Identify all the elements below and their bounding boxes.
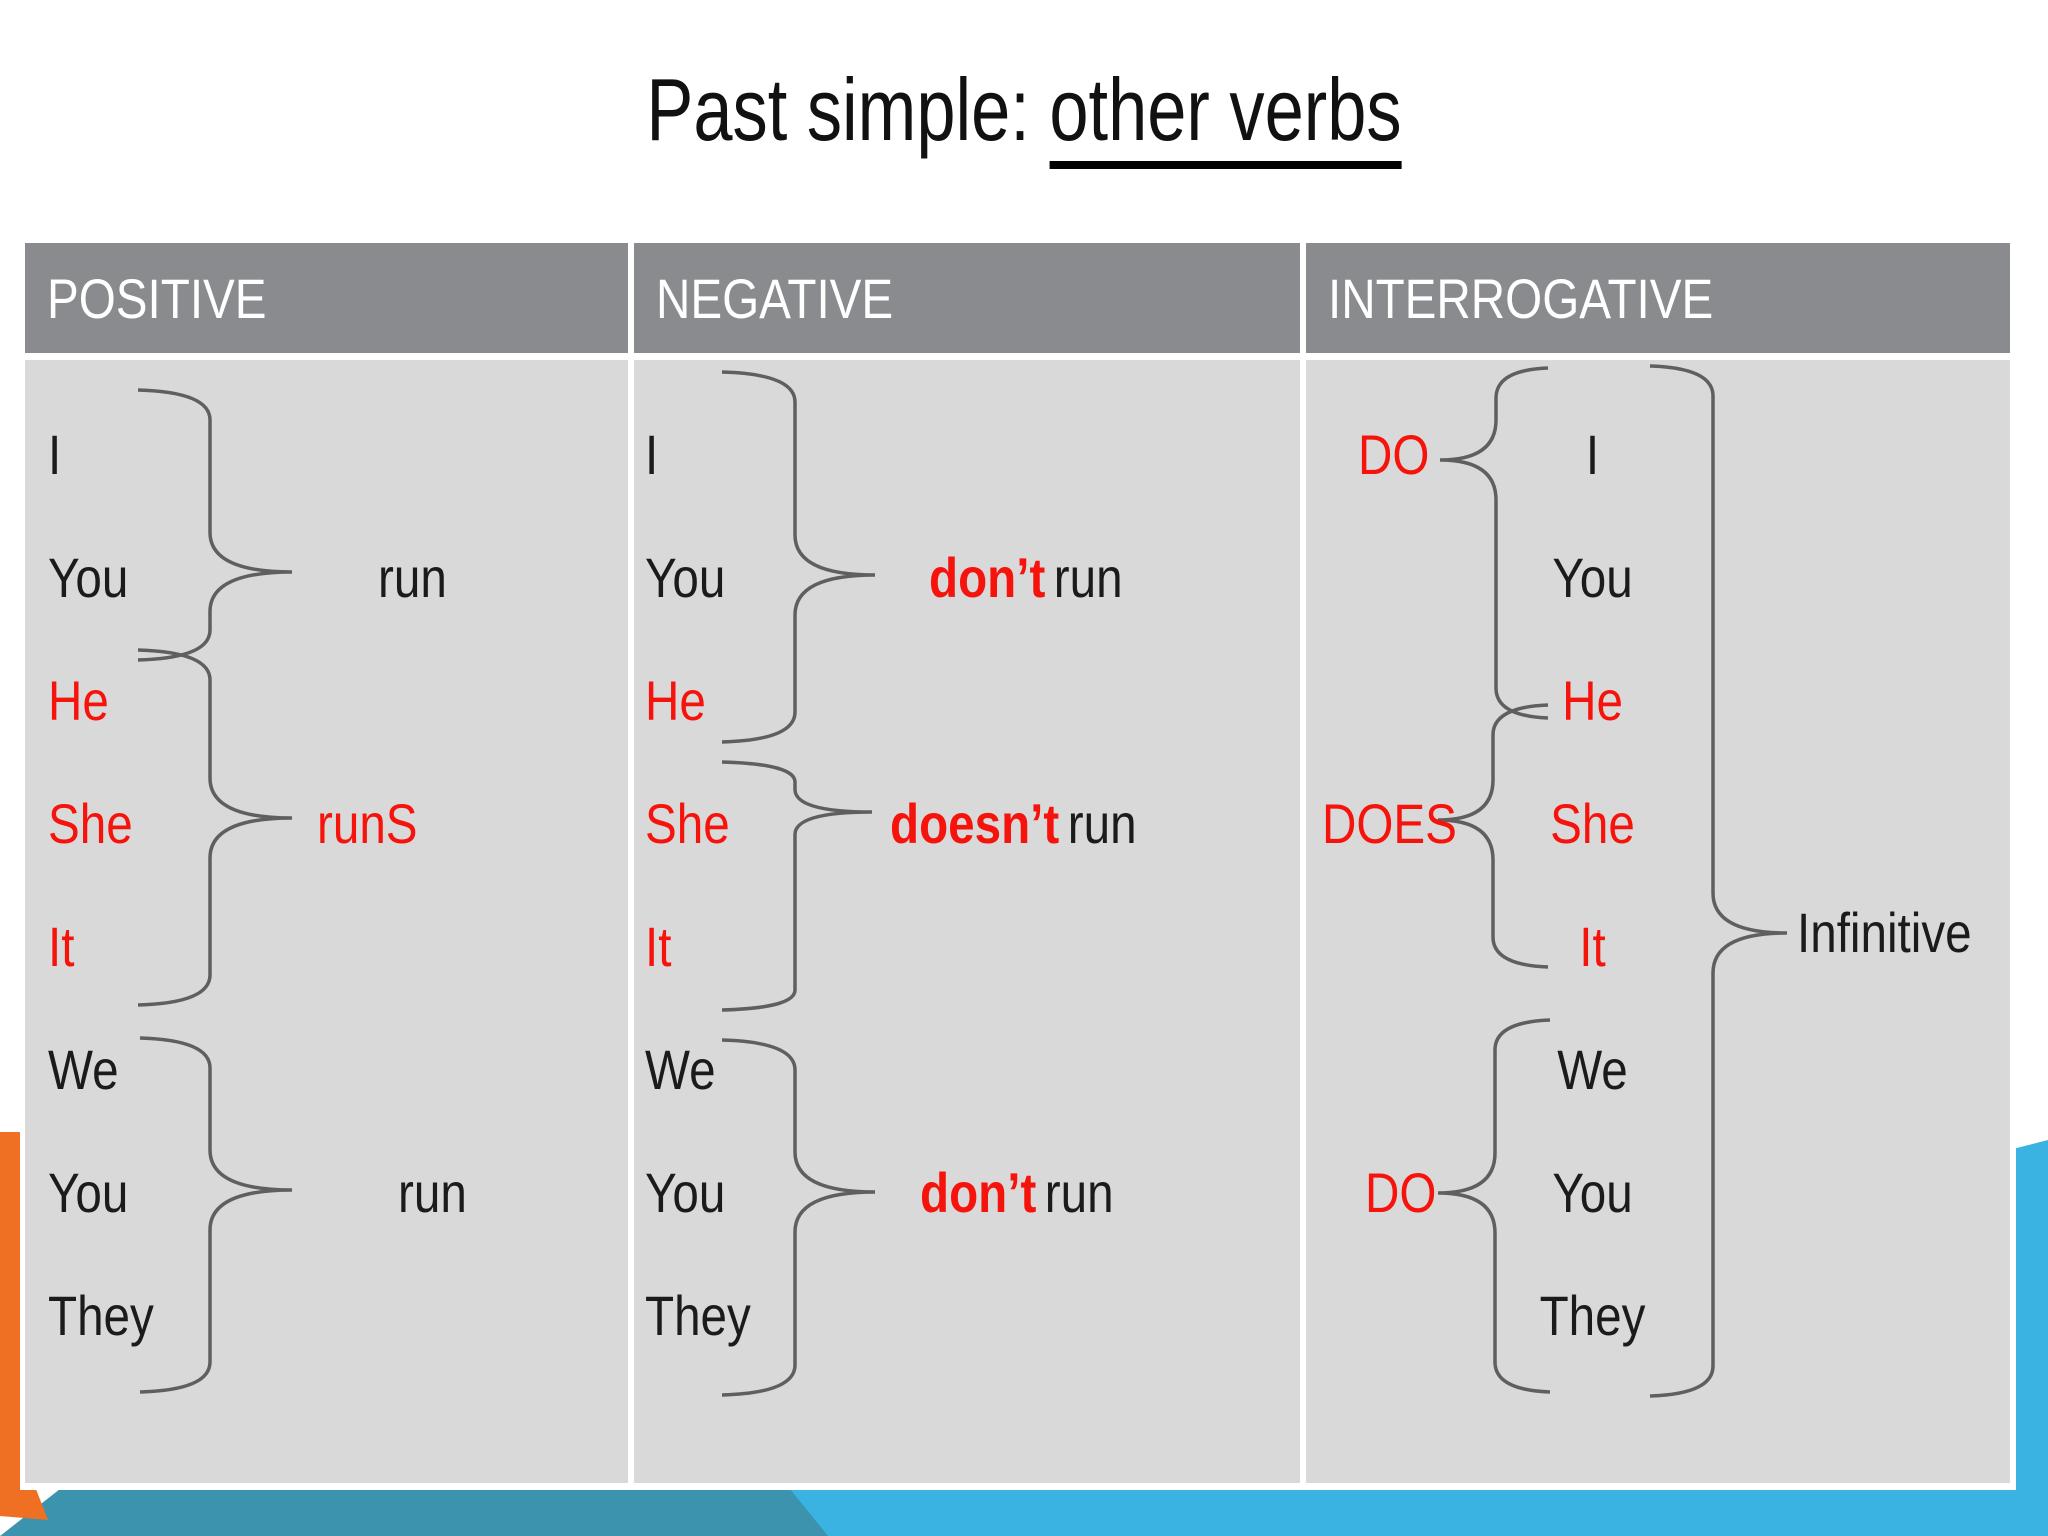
title-prefix: Past simple: [646,60,1050,159]
pronoun-highlighted: She [1550,792,1635,855]
auxiliary-do: DO [1365,1161,1437,1224]
header-cell-interrogative: INTERROGATIVE [1306,243,2010,353]
pronoun: They [645,1284,751,1347]
auxiliary-negative: don’t [929,546,1046,609]
pronoun: I [645,423,659,486]
pronoun: They [48,1284,154,1347]
pronoun: You [48,546,129,609]
title-underlined-text: other verbs [1049,60,1402,169]
verb-form: run [378,546,447,609]
pronoun: They [1539,1284,1646,1347]
pronoun: You [1552,1161,1633,1224]
pronoun: You [645,546,726,609]
pronoun: You [1552,546,1633,609]
header-label-interrogative: INTERROGATIVE [1328,266,1714,330]
pronoun: You [645,1161,726,1224]
infinitive-label: Infinitive [1797,901,1972,964]
pronoun-highlighted: It [1579,915,1606,978]
pronoun-highlighted: He [645,669,706,732]
pronoun: I [48,423,62,486]
pronoun: You [48,1161,129,1224]
pronoun: I [1585,423,1600,486]
pronoun-highlighted: He [1562,669,1623,732]
pronoun-highlighted: It [645,915,672,978]
pronoun: We [48,1038,119,1101]
pronoun: We [645,1038,716,1101]
header-cell-negative: NEGATIVE [634,243,1300,353]
slide-title: Past simple: other verbs [205,60,1843,169]
pronoun-highlighted: It [48,915,75,978]
pronoun-highlighted: She [48,792,133,855]
verb-form: run [1044,1161,1114,1224]
header-cell-positive: POSITIVE [25,243,628,353]
verb-form: run [1053,546,1123,609]
auxiliary-negative: don’t [920,1161,1037,1224]
bottom-teal-wedge [0,1489,828,1536]
auxiliary-do: DO [1358,423,1430,486]
auxiliary-does: DOES [1322,792,1457,855]
pronoun: We [1557,1038,1628,1101]
header-label-positive: POSITIVE [47,266,267,330]
pronoun-highlighted: He [48,669,109,732]
auxiliary-negative: doesn’t [890,792,1060,855]
verb-form-highlighted: runS [317,792,418,855]
pronoun-highlighted: She [645,792,730,855]
verb-form: run [398,1161,467,1224]
header-label-negative: NEGATIVE [656,266,894,330]
verb-form: run [1067,792,1137,855]
